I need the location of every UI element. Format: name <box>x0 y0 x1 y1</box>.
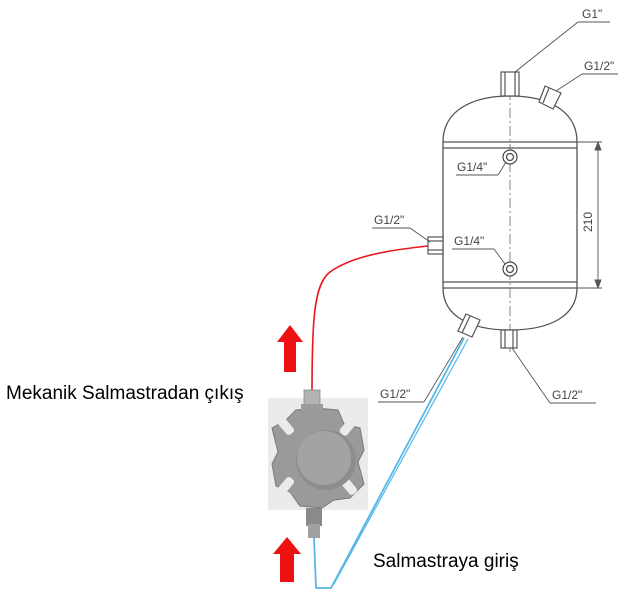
lower-gauge-port-label: G1/4" <box>454 234 484 248</box>
bottom-right-port-label: G1/2" <box>552 388 582 402</box>
top-nozzle <box>500 71 520 97</box>
tank-vessel <box>442 95 578 331</box>
bottom-left-port-label: G1/2" <box>380 387 410 401</box>
upper-gauge-port <box>502 149 518 165</box>
bottom-left-nozzle <box>457 313 481 338</box>
outlet-flow-arrow <box>277 325 303 372</box>
inlet-caption: Salmastraya giriş <box>373 551 519 572</box>
height-dimension <box>577 140 602 290</box>
top-right-port-label: G1/2" <box>584 59 614 73</box>
upper-gauge-port-label: G1/4" <box>457 160 487 174</box>
inlet-hose-inner <box>333 338 469 585</box>
lower-gauge-port <box>502 261 518 277</box>
leader-lines <box>372 21 618 404</box>
bottom-nozzle <box>500 329 518 349</box>
outlet-caption: Mekanik Salmastradan çıkış <box>6 383 244 404</box>
left-side-nozzle <box>427 236 444 255</box>
inlet-flow-arrow <box>273 537 301 582</box>
inlet-hose <box>313 337 465 589</box>
outlet-hose <box>311 245 429 393</box>
top-port-label: G1" <box>582 7 602 21</box>
left-side-port-label: G1/2" <box>374 213 404 227</box>
seal-cooler-body <box>268 389 368 538</box>
height-dimension-label: 210 <box>581 212 595 232</box>
top-right-nozzle <box>538 85 562 110</box>
